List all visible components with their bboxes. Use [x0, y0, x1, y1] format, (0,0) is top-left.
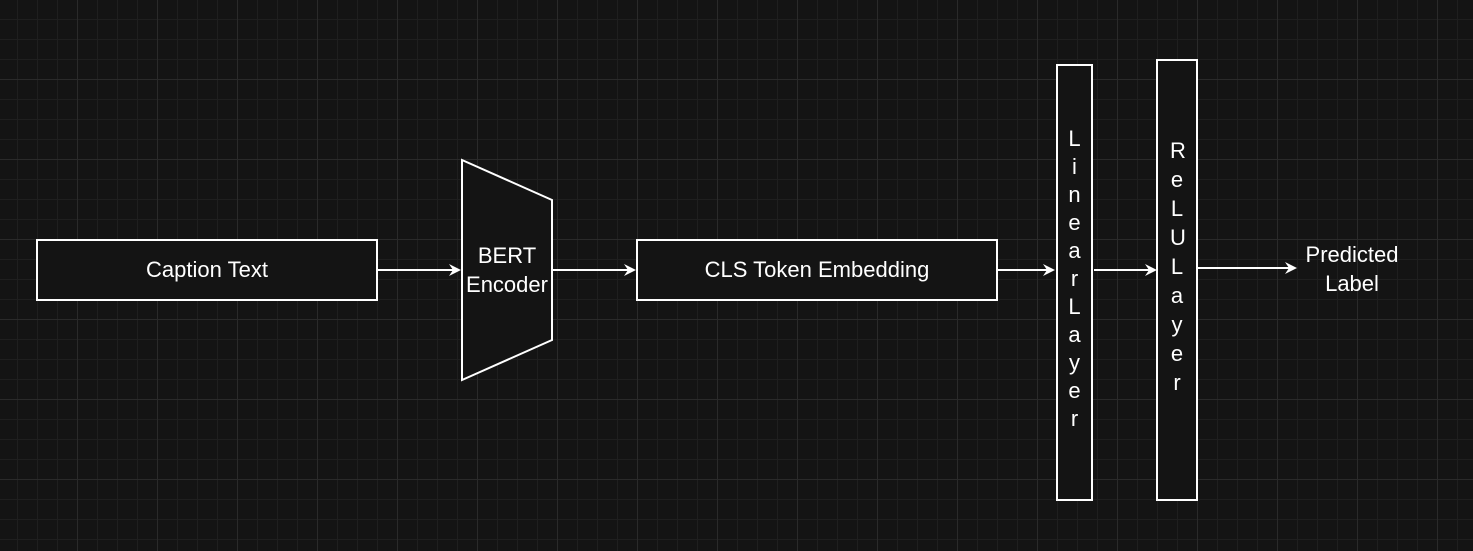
- bert-encoder-shape[interactable]: [461, 158, 553, 382]
- bert-encoder-label-line1: BERT: [477, 243, 537, 268]
- bert-encoder-label-line2: Encoder: [466, 272, 548, 297]
- caption-text-node[interactable]: Caption Text: [36, 239, 378, 301]
- linear-layer-node[interactable]: Linear Layer: [1056, 64, 1093, 501]
- cls-embedding-node[interactable]: CLS Token Embedding: [636, 239, 998, 301]
- predicted-label-line1: Predicted: [1305, 242, 1399, 267]
- relu-layer-node[interactable]: ReLU Layer: [1156, 59, 1198, 501]
- bert-encoder-label: BERT Encoder: [452, 241, 562, 299]
- relu-layer-label: ReLU Layer: [1170, 138, 1193, 395]
- linear-layer-label: Linear Layer: [1068, 126, 1085, 431]
- caption-text-label: Caption Text: [146, 257, 268, 282]
- cls-embedding-label: CLS Token Embedding: [704, 257, 930, 282]
- predicted-label-text: Predicted Label: [1292, 240, 1412, 298]
- predicted-label-line2: Label: [1325, 271, 1379, 296]
